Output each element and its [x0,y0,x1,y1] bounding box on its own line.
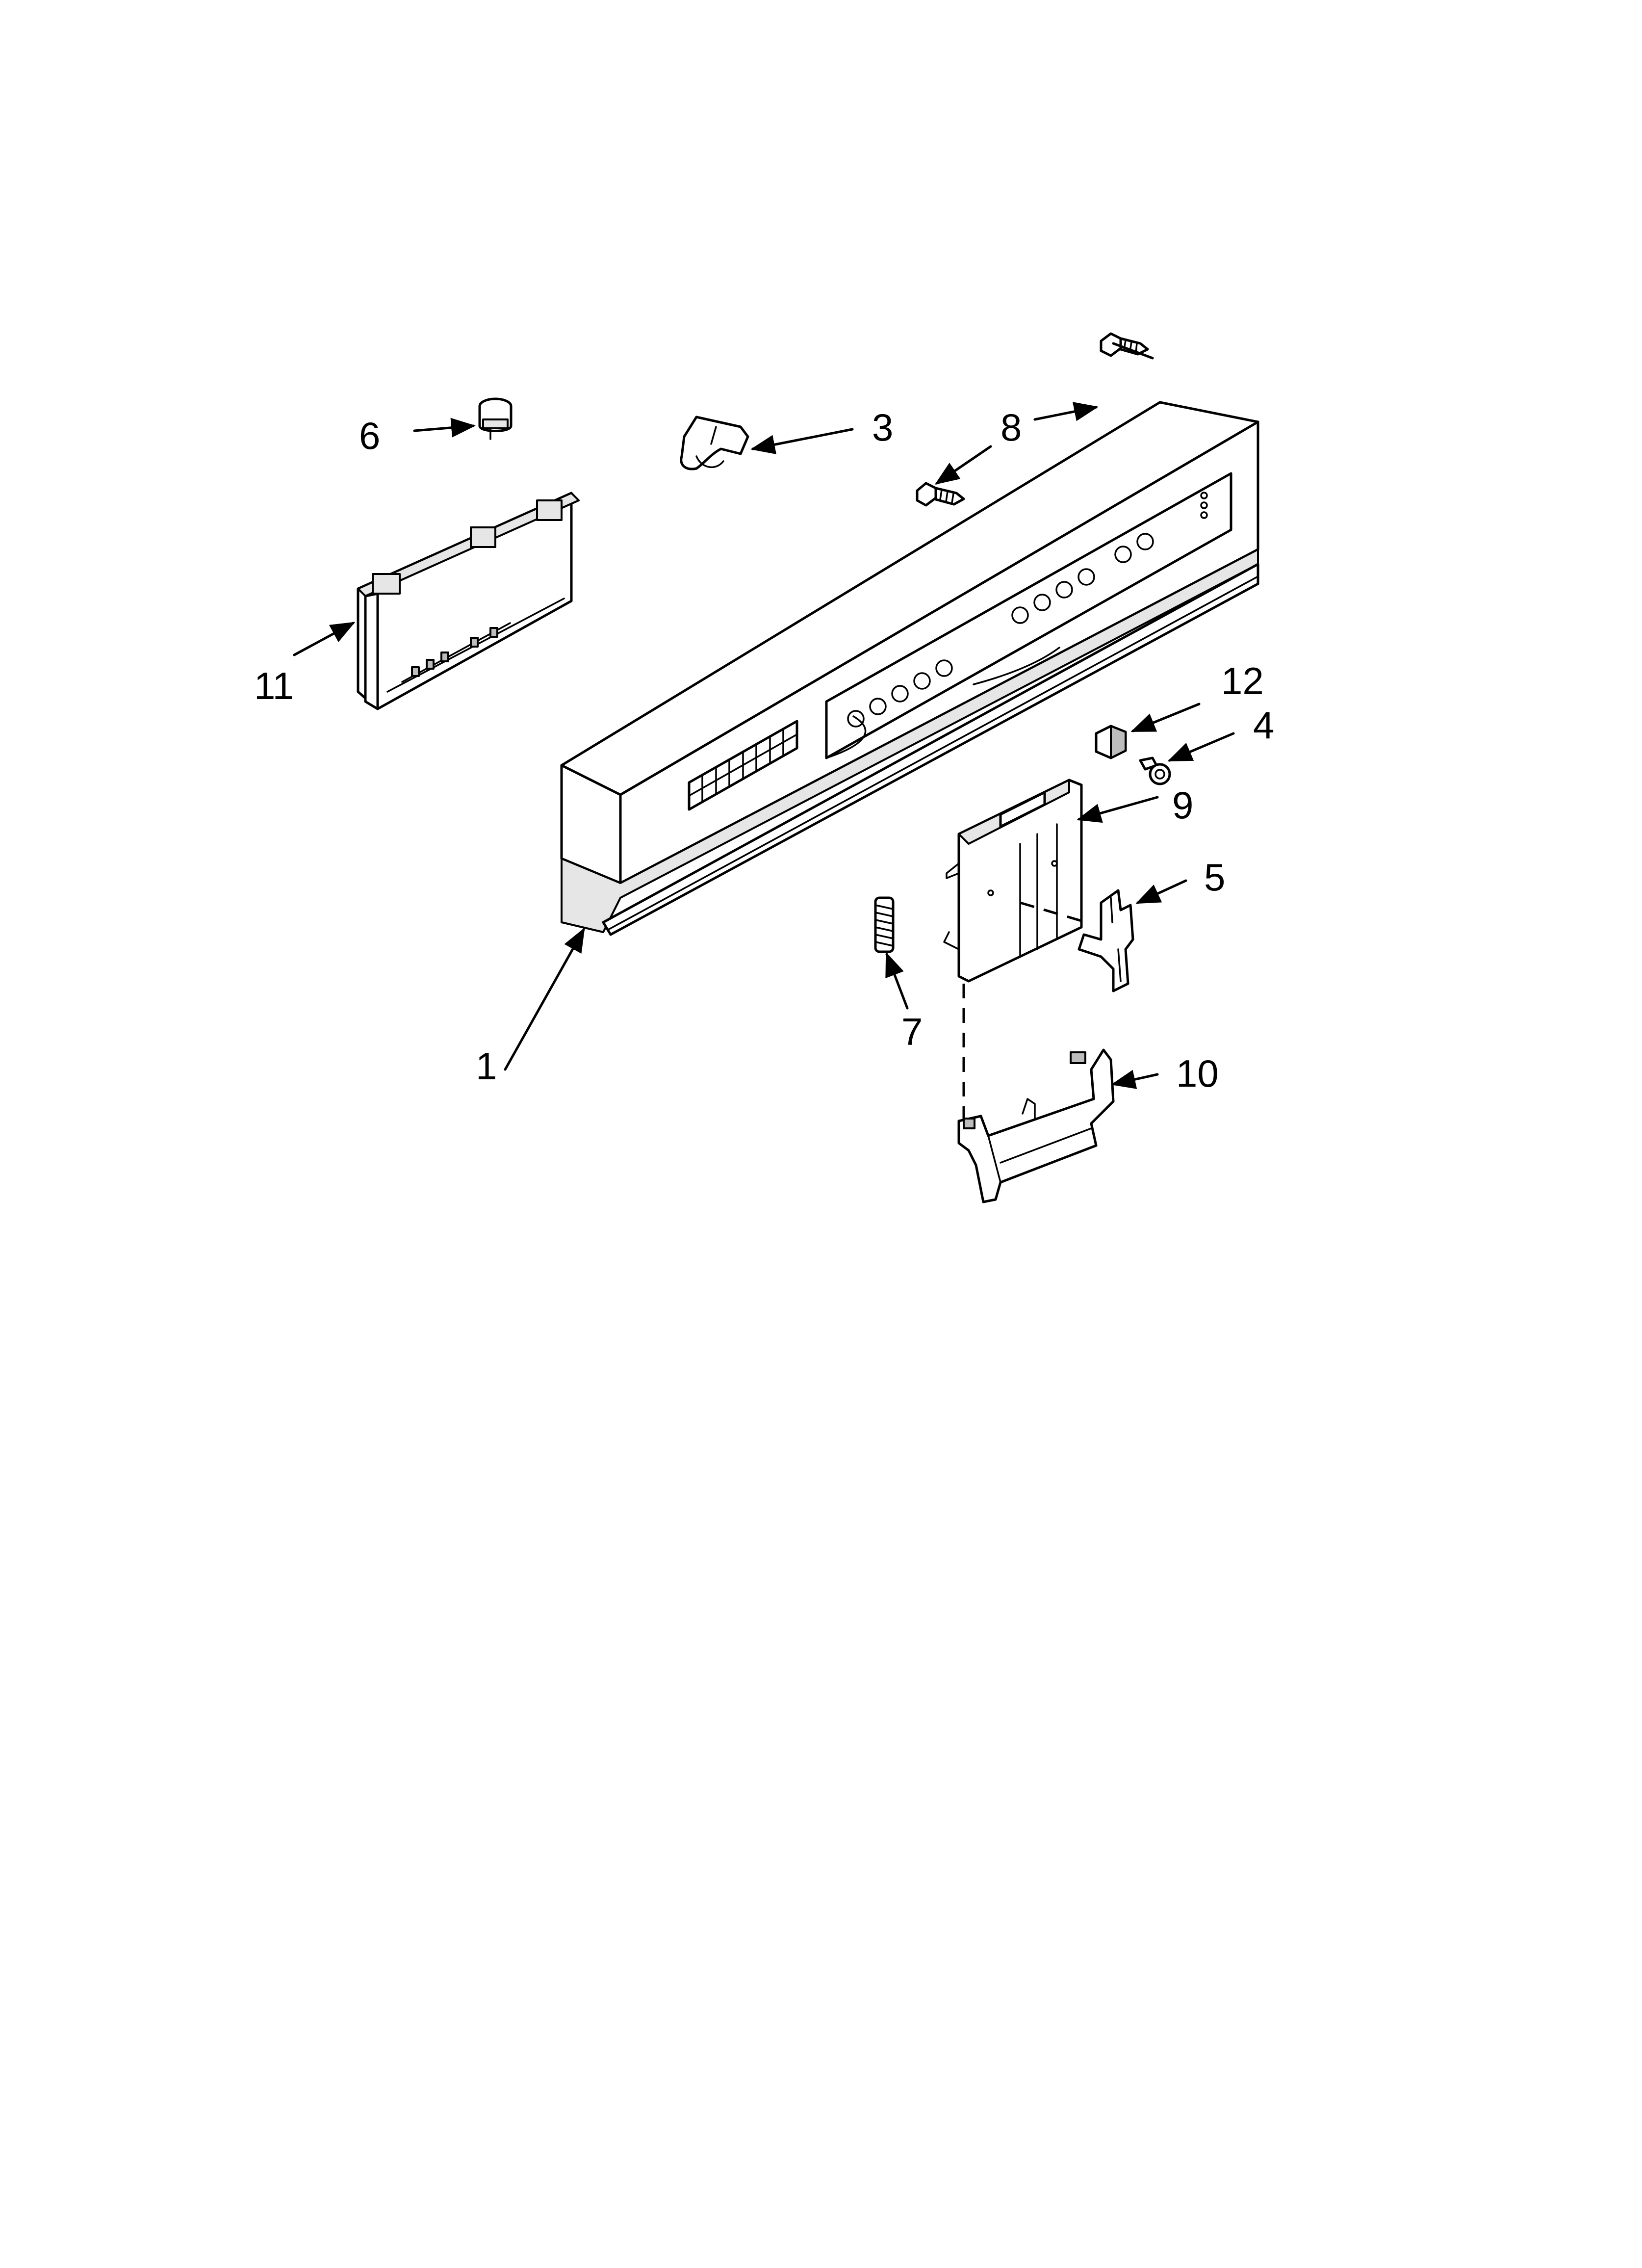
control-board [357,492,580,710]
screw-upper [1100,332,1149,357]
console-panel [560,401,1259,936]
cap-part [478,397,513,440]
callout-labels: 1 3 4 5 6 7 8 9 10 11 12 [254,406,1274,1095]
block-part [1095,725,1127,759]
keypad-grid [688,720,798,811]
callout-11: 11 [254,664,294,707]
callout-6: 6 [359,414,380,457]
callout-8: 8 [1001,406,1022,449]
callout-4: 4 [1253,704,1274,747]
leader-lines [293,342,1235,1089]
callout-5: 5 [1204,856,1225,899]
callout-1: 1 [476,1044,497,1088]
screw-part-4 [1139,756,1171,785]
control-buttons [847,492,1208,728]
latch-part [1078,889,1134,992]
screw-lower [916,482,965,507]
lever-part [957,1048,1115,1203]
callout-3: 3 [872,406,893,449]
bracket-part [943,779,1087,983]
callout-12: 12 [1221,659,1264,703]
callout-9: 9 [1172,783,1193,827]
clip-part [680,416,749,470]
callout-7: 7 [901,1010,923,1053]
callout-10: 10 [1176,1052,1219,1095]
spring-part [874,896,895,953]
